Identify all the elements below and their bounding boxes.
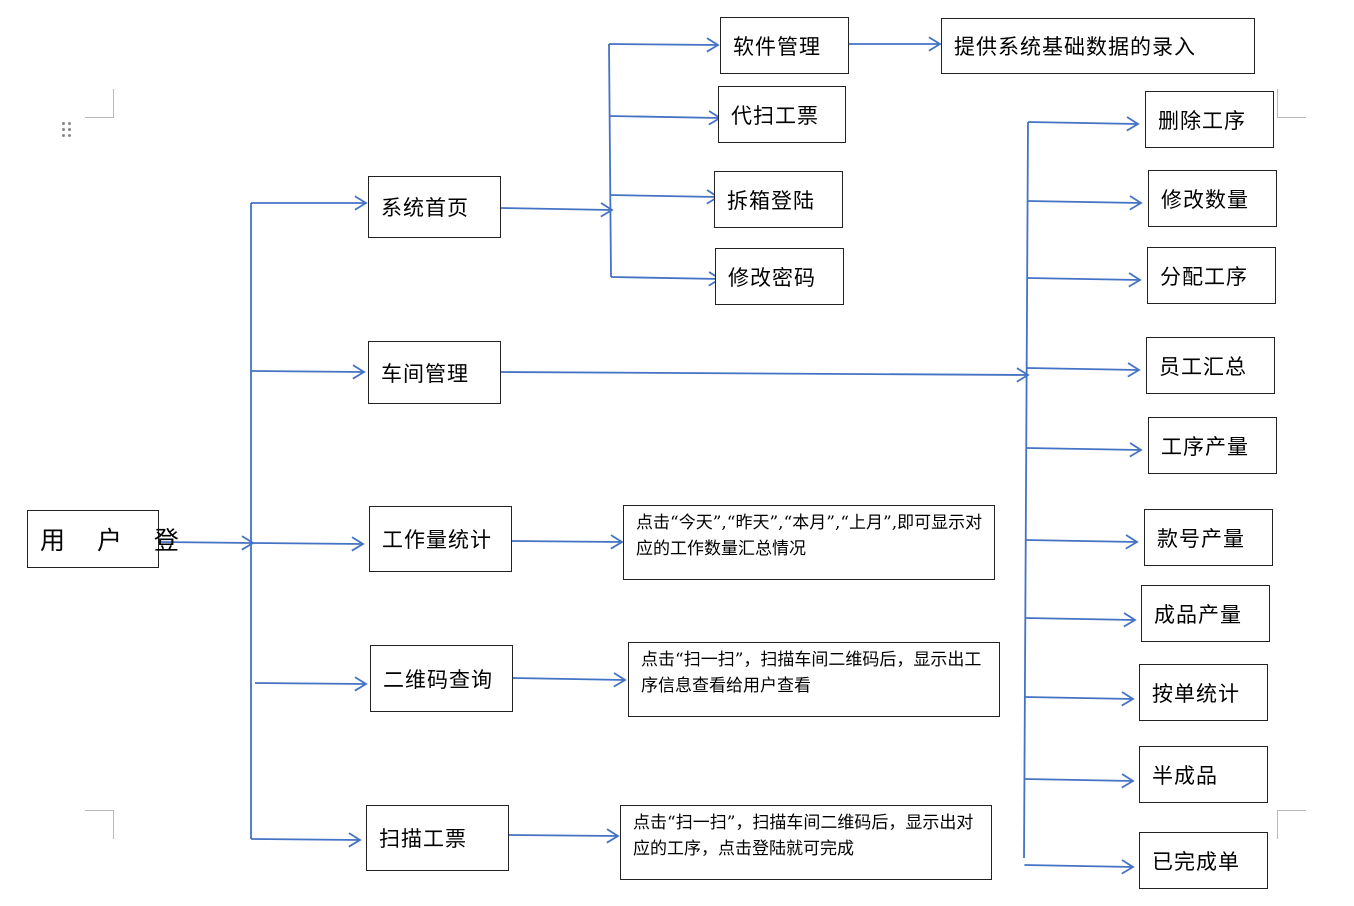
arrowhead-icon (351, 536, 365, 552)
desc-scan-ticket: 点击“扫一扫”，扫描车间二维码后，显示出对应的工序，点击登陆就可完成 (620, 805, 992, 880)
arrow-to-workshop (250, 370, 365, 373)
arrowhead-icon (1121, 691, 1135, 707)
arrowhead-icon (1129, 442, 1143, 458)
node-employee-summary: 员工汇总 (1146, 337, 1275, 394)
node-workshop-management: 车间管理 (368, 341, 501, 404)
arrowhead-icon (1123, 612, 1137, 628)
node-order-stats: 按单统计 (1139, 664, 1268, 721)
page-corner-top-right (1277, 89, 1306, 118)
arrowhead-icon (348, 832, 362, 848)
arrow-to-software (608, 43, 719, 46)
arrow-to-qrcode-desc (512, 677, 626, 681)
arrowhead-icon (610, 534, 624, 550)
desc-workload-stats: 点击“今天”,“昨天”,“本月”,“上月”,即可显示对应的工作数量汇总情况 (623, 505, 995, 580)
arrow-home-to-trunk (500, 207, 613, 211)
arrowhead-icon (1127, 362, 1141, 378)
node-completed-orders: 已完成单 (1139, 832, 1268, 889)
trunk-home (608, 43, 612, 278)
arrow-workshop-child-10 (1024, 864, 1134, 868)
drag-handle-icon[interactable] (62, 122, 76, 140)
node-workload-stats: 工作量统计 (369, 506, 512, 572)
arrowhead-icon (613, 672, 627, 688)
page-corner-bottom-right (1277, 810, 1306, 839)
node-scan-ticket: 扫描工票 (366, 805, 509, 871)
node-software-management: 软件管理 (720, 17, 849, 74)
arrow-to-proxy-scan (609, 115, 721, 119)
arrowhead-icon (354, 676, 368, 692)
node-semi-finished: 半成品 (1139, 746, 1268, 803)
arrow-to-scan (250, 838, 361, 841)
arrowhead-icon (352, 364, 366, 380)
arrow-workshop-child-3 (1027, 277, 1141, 281)
node-qrcode-query: 二维码查询 (370, 645, 513, 712)
arrowhead-icon (928, 36, 942, 52)
arrowhead-icon (1128, 272, 1142, 288)
node-style-output: 款号产量 (1144, 509, 1273, 566)
node-assign-process: 分配工序 (1147, 247, 1276, 304)
arrow-workshop-child-6 (1025, 539, 1138, 543)
arrowhead-icon (1121, 859, 1135, 875)
node-software-detail: 提供系统基础数据的录入 (941, 18, 1255, 74)
node-process-output: 工序产量 (1148, 417, 1277, 474)
arrow-workshop-child-8 (1025, 696, 1134, 700)
page-corner-bottom-left (85, 810, 114, 839)
arrowhead-icon (1125, 534, 1139, 550)
node-proxy-scan-ticket: 代扫工票 (718, 86, 846, 143)
arrow-to-unbox-login (609, 194, 719, 198)
arrowhead-icon (706, 37, 720, 53)
node-change-password: 修改密码 (715, 248, 844, 305)
arrowhead-icon (606, 828, 620, 844)
desc-qrcode-query: 点击“扫一扫”，扫描车间二维码后，显示出工序信息查看给用户查看 (628, 642, 1000, 717)
arrow-workshop-child-2 (1027, 200, 1142, 204)
arrow-workshop-child-9 (1024, 778, 1134, 782)
arrow-workshop-child-5 (1026, 447, 1142, 451)
arrowhead-icon (1121, 773, 1135, 789)
node-modify-quantity: 修改数量 (1148, 170, 1277, 227)
arrowhead-icon (354, 195, 368, 211)
arrow-to-workload (250, 542, 364, 545)
arrowhead-icon (600, 202, 614, 218)
arrow-root-to-trunk (158, 541, 254, 544)
arrow-to-scan-desc (508, 834, 619, 837)
trunk-workshop (1023, 121, 1029, 859)
arrow-workshop-child-1 (1027, 121, 1139, 125)
arrow-to-qrcode (254, 682, 367, 685)
arrow-workshop-to-trunk (500, 371, 1029, 376)
arrow-to-workload-desc (511, 540, 623, 543)
page-corner-top-left (85, 89, 114, 118)
node-unbox-login: 拆箱登陆 (714, 171, 843, 228)
arrow-workshop-child-7 (1025, 617, 1136, 621)
node-system-home: 系统首页 (368, 176, 501, 238)
arrow-to-change-password (610, 276, 721, 280)
arrowhead-icon (1016, 367, 1030, 383)
root-node-user-login: 用 户 登 (27, 510, 179, 568)
arrowhead-icon (1126, 116, 1140, 132)
node-finished-output: 成品产量 (1141, 585, 1270, 642)
node-delete-process: 删除工序 (1145, 91, 1274, 148)
arrow-workshop-child-4 (1026, 367, 1140, 371)
arrowhead-icon (1129, 195, 1143, 211)
